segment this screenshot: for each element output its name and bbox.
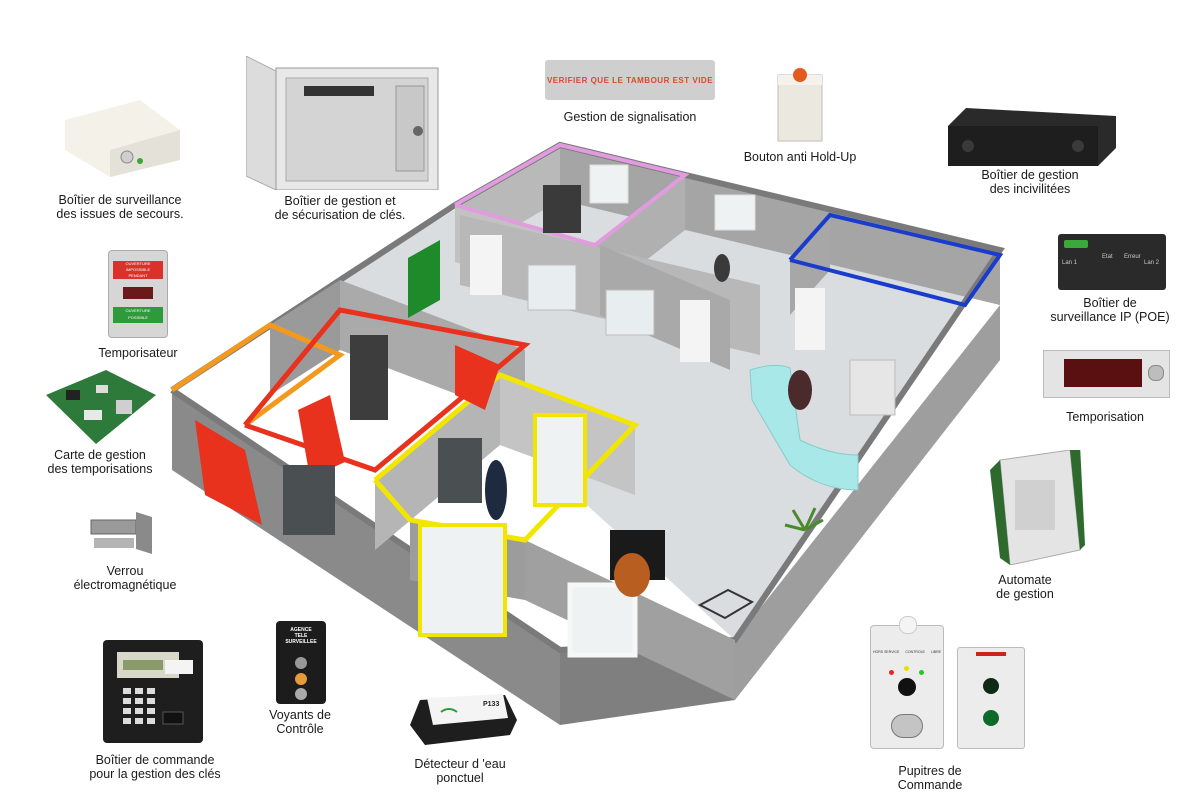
plc-image: [990, 450, 1085, 565]
timer-board-label: Carte de gestion des temporisations: [47, 448, 153, 476]
glass-door-2: [418, 523, 507, 637]
emergency-exit-box-label: Boîtier de surveillance des issues de se…: [56, 193, 184, 221]
temporisation-button: [1148, 365, 1164, 381]
interior-window-1: [527, 264, 577, 311]
safe-1: [543, 185, 581, 233]
zone-blue: [788, 212, 1004, 308]
signaling-display-text: VERIFIER QUE LE TAMBOUR EST VIDE: [546, 75, 714, 85]
window-1: [589, 164, 629, 204]
indicator-light-grey-2: [295, 688, 307, 700]
command-box-image: [103, 640, 203, 743]
indicators-plate-text: AGENCE TELE SURVEILLEE: [285, 627, 317, 645]
incivility-box-label: Boîtier de gestion des incivilitées: [981, 168, 1079, 196]
ip-monitor-box: Lan 1 Etat Erreur Lan 2: [1058, 234, 1166, 290]
key-cabinet-image: [246, 56, 439, 190]
timer-box: OUVERTURE IMPOSSIBLE PENDANT OUVERTURE P…: [108, 250, 168, 338]
incivility-box-image: [948, 108, 1116, 166]
hold-up-button-label: Bouton anti Hold-Up: [743, 150, 857, 164]
red-door-left: [195, 420, 262, 525]
command-desk-1-led-yellow: [904, 666, 909, 671]
command-desk-1-led-green: [919, 670, 924, 675]
timer-box-green-label: OUVERTURE POSSIBLE: [113, 307, 163, 323]
white-door-1: [470, 235, 502, 295]
front-outer-wall: [172, 390, 560, 725]
command-desk-1-top-light: [899, 616, 917, 634]
signaling-label: Gestion de signalisation: [563, 110, 697, 124]
person-reception: [788, 370, 812, 410]
command-desk-2-btn-1[interactable]: [983, 678, 999, 694]
command-desk-1-led-red: [889, 670, 894, 675]
copier: [849, 359, 896, 416]
plant: [784, 507, 824, 532]
command-box-label: Boîtier de commande pour la gestion des …: [89, 753, 221, 781]
timer-box-display: [123, 287, 153, 299]
water-detector-label: Détecteur d 'eau ponctuel: [414, 757, 506, 785]
command-desk-1: HORS SERVICE CONTROLE LIBRE: [870, 616, 944, 749]
right-outer-wall: [735, 305, 1000, 700]
temporisation-display: [1043, 350, 1170, 398]
temporisation-screen: [1064, 359, 1142, 387]
white-door-2: [680, 300, 710, 362]
indicator-light-grey: [295, 657, 307, 669]
red-door-center: [298, 395, 345, 478]
hold-up-button-image: [777, 68, 823, 142]
person-office: [714, 254, 730, 282]
ip-monitor-lan2: Lan 2: [1144, 260, 1160, 266]
rack-2: [283, 465, 335, 535]
command-desk-1-dial[interactable]: [891, 714, 923, 738]
indicators-label: Voyants de Contrôle: [269, 708, 331, 736]
white-frame-window: [567, 582, 638, 658]
em-lock-label: Verrou électromagnétique: [73, 564, 177, 592]
timer-box-red-label: OUVERTURE IMPOSSIBLE PENDANT: [113, 261, 163, 279]
ip-monitor-state: Etat: [1102, 254, 1113, 260]
water-detector-code: P133: [483, 701, 499, 708]
ip-monitor-logo: [1064, 240, 1088, 248]
ip-monitor-error: Erreur: [1124, 254, 1141, 260]
emergency-exit-box-image: [65, 100, 180, 177]
timer-board-image: [46, 370, 156, 444]
command-desk-1-panel-labels: HORS SERVICE CONTROLE LIBRE: [873, 650, 941, 654]
person-guard: [485, 460, 507, 520]
plc-label: Automate de gestion: [996, 573, 1054, 601]
window-2: [714, 194, 756, 231]
white-door-3: [795, 288, 825, 350]
interior-window-2: [605, 289, 655, 336]
signaling-display: VERIFIER QUE LE TAMBOUR EST VIDE: [545, 60, 715, 100]
key-cabinet-label: Boîtier de gestion et de sécurisation de…: [274, 194, 406, 222]
command-desk-2-header: [976, 652, 1006, 656]
glass-door-1: [533, 413, 587, 507]
command-desk-2-btn-2[interactable]: [983, 710, 999, 726]
water-detector-image: P133: [410, 694, 517, 745]
green-door: [408, 240, 440, 318]
glass-table: [697, 588, 755, 620]
timer-box-label: Temporisateur: [98, 346, 178, 360]
zone-orange: [170, 322, 345, 428]
center-wall: [375, 375, 500, 550]
rack-1: [438, 438, 482, 503]
command-desk-2: [957, 647, 1025, 749]
safe-2: [350, 335, 388, 420]
ip-monitor-lan1: Lan 1: [1062, 260, 1078, 266]
command-desk-1-knob[interactable]: [898, 678, 916, 696]
person-seated: [614, 553, 650, 597]
indicator-light-orange: [295, 673, 307, 685]
ip-monitor-label: Boîtier de surveillance IP (POE): [1050, 296, 1170, 324]
temporisation-label: Temporisation: [1066, 410, 1144, 424]
reception-desk: [749, 364, 859, 491]
command-desks-label: Pupitres de Commande: [897, 764, 963, 792]
red-door-right: [455, 345, 500, 410]
indicators-plate: AGENCE TELE SURVEILLEE: [276, 621, 326, 704]
em-lock-image: [90, 512, 152, 554]
